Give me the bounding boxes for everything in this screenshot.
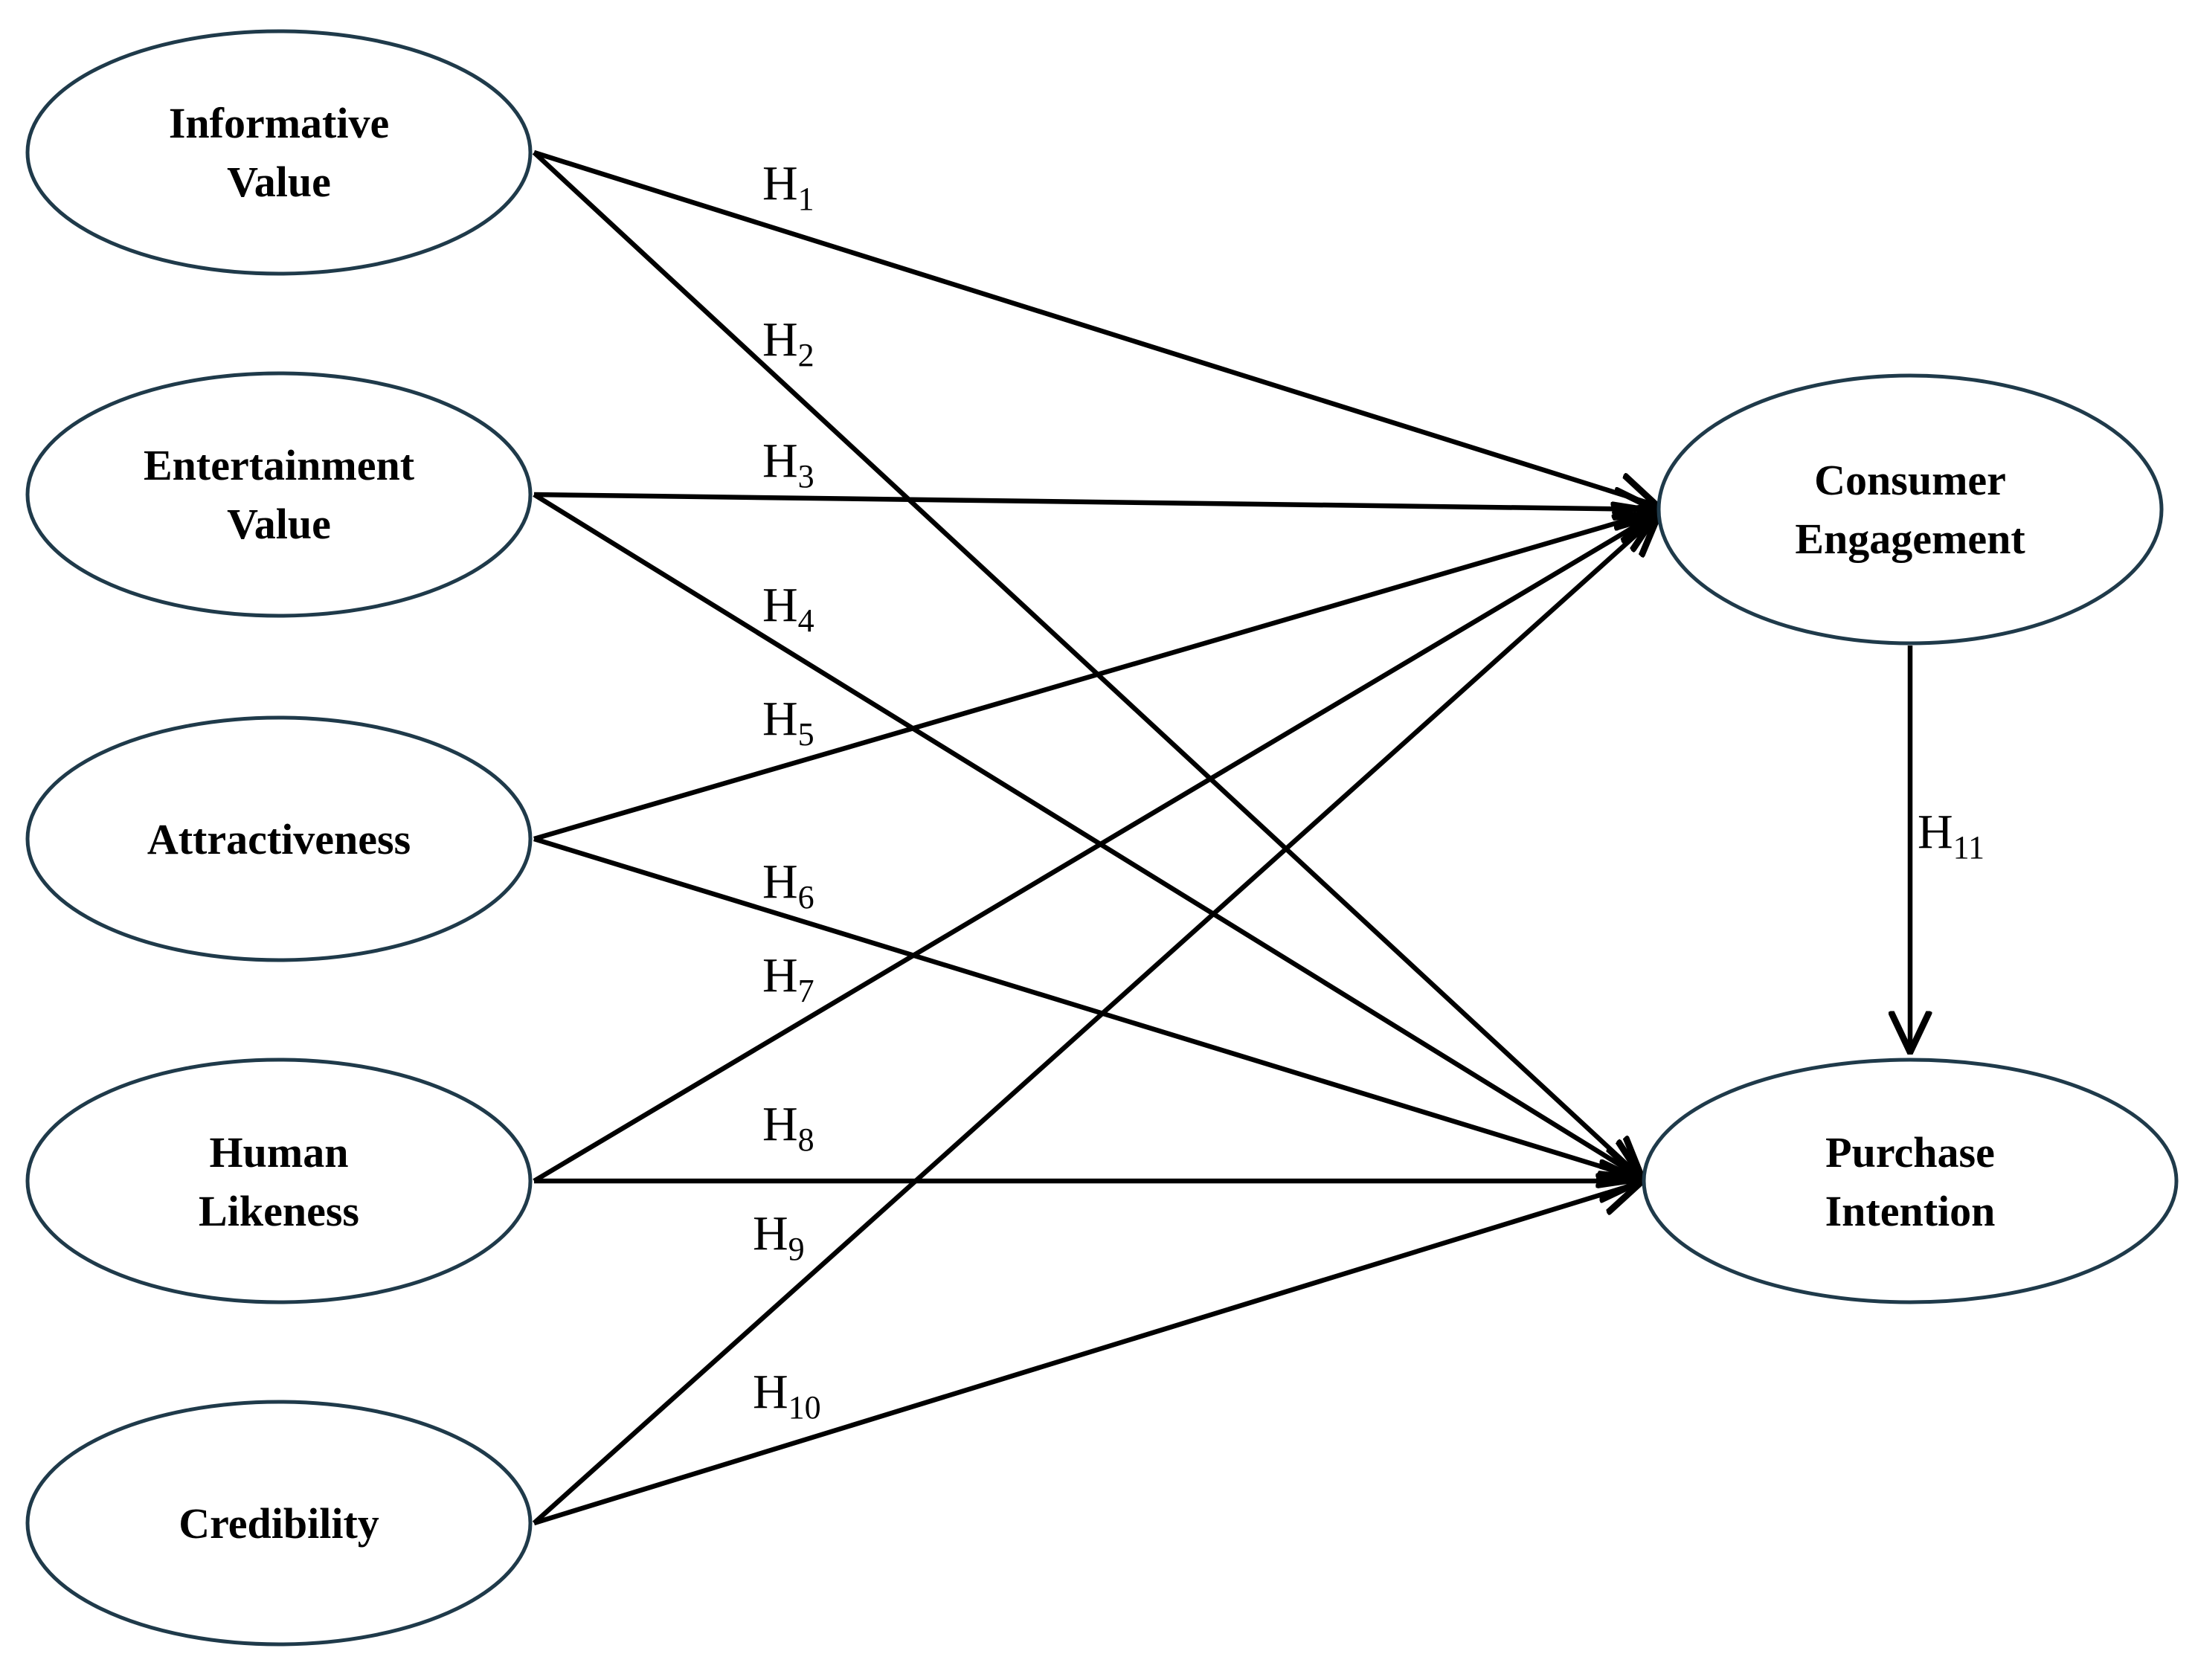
edge-h4 bbox=[533, 492, 1642, 1179]
edge-label-h7: H7 bbox=[762, 948, 814, 1009]
edge-h10 bbox=[533, 1182, 1641, 1526]
node-ellipse bbox=[25, 1400, 533, 1647]
node-ellipse bbox=[25, 29, 533, 276]
node-consumer-engagement: Consumer Engagement bbox=[1656, 373, 2164, 646]
edge-h6 bbox=[533, 836, 1641, 1179]
node-attractiveness: Attractiveness bbox=[25, 715, 533, 962]
edge-label-h6: H6 bbox=[762, 855, 814, 915]
node-label: Human bbox=[210, 1128, 349, 1177]
node-entertainment-value: Entertainment Value bbox=[25, 371, 533, 618]
edge-labels: H1 H2 H3 H4 H5 H6 H7 H8 H9 H10 H11 bbox=[753, 156, 1985, 1426]
node-label: Entertainment bbox=[144, 441, 415, 489]
edge-label-h5: H5 bbox=[762, 692, 814, 753]
node-human-likeness: Human Likeness bbox=[25, 1058, 533, 1304]
edge-h5 bbox=[533, 512, 1656, 842]
node-ellipse bbox=[1642, 1058, 2179, 1304]
edge-label-h2: H2 bbox=[762, 312, 814, 373]
node-label: Value bbox=[227, 500, 331, 548]
edge-label-h4: H4 bbox=[762, 578, 814, 639]
node-label: Value bbox=[227, 158, 331, 206]
edge-label-h11: H11 bbox=[1918, 805, 1985, 866]
node-ellipse bbox=[25, 1058, 533, 1304]
node-label: Attractiveness bbox=[147, 815, 411, 863]
node-label: Likeness bbox=[199, 1187, 359, 1235]
node-ellipse bbox=[25, 715, 533, 962]
node-ellipse bbox=[1656, 373, 2164, 646]
node-label: Engagement bbox=[1795, 515, 2025, 563]
edges bbox=[532, 149, 1910, 1526]
node-purchase-intention: Purchase Intention bbox=[1642, 1058, 2179, 1304]
edge-label-h10: H10 bbox=[753, 1365, 821, 1426]
edge-h2 bbox=[532, 150, 1642, 1179]
edge-label-h3: H3 bbox=[762, 434, 814, 495]
node-informative-value: Informative Value bbox=[25, 29, 533, 276]
edge-h9 bbox=[532, 515, 1659, 1525]
node-label: Purchase bbox=[1825, 1128, 1995, 1177]
node-ellipse bbox=[25, 371, 533, 618]
node-label: Credibility bbox=[179, 1499, 379, 1548]
node-label: Informative bbox=[169, 99, 389, 147]
edge-label-h1: H1 bbox=[762, 156, 814, 217]
edge-h7 bbox=[533, 513, 1657, 1183]
edge-label-h8: H8 bbox=[762, 1097, 814, 1158]
node-label: Consumer bbox=[1814, 456, 2006, 504]
node-label: Intention bbox=[1825, 1187, 1996, 1235]
edge-h3 bbox=[533, 495, 1656, 509]
node-credibility: Credibility bbox=[25, 1400, 533, 1647]
edge-h1 bbox=[533, 149, 1657, 506]
edge-label-h9: H9 bbox=[753, 1206, 805, 1267]
